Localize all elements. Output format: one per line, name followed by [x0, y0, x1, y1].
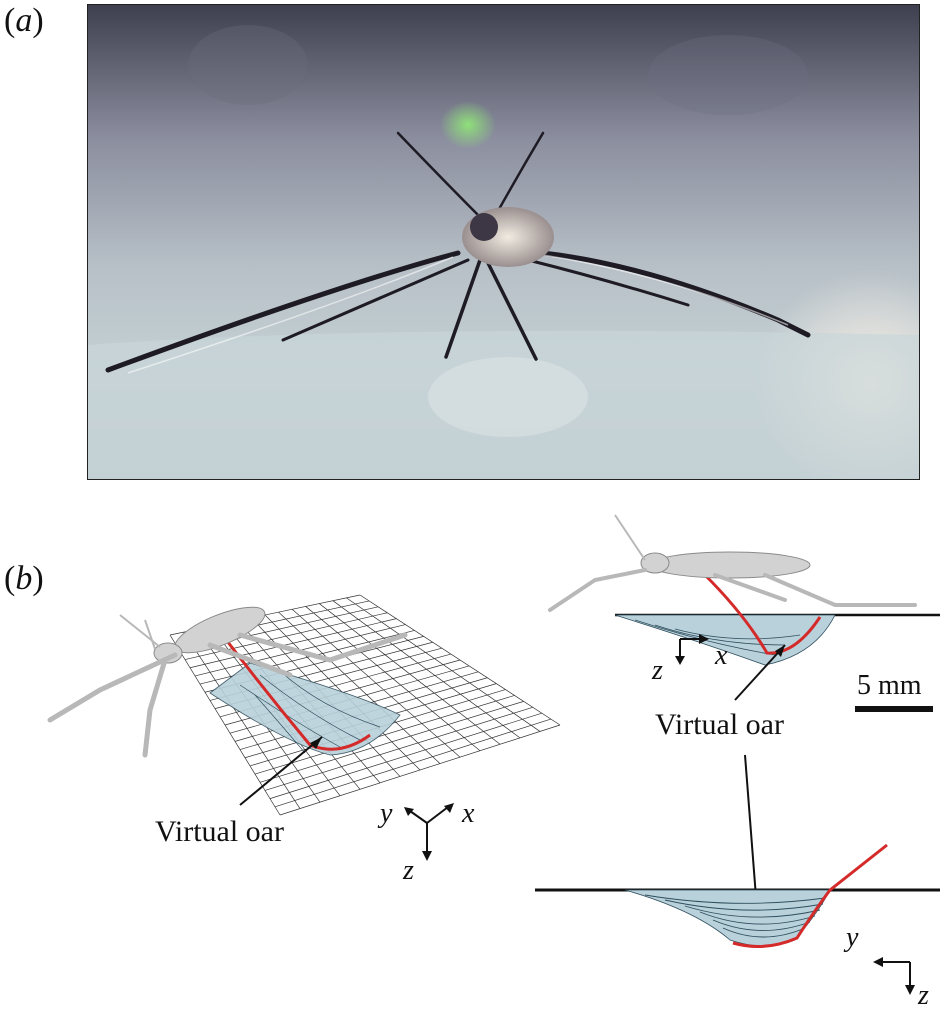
cross-section-oar-line — [732, 843, 888, 948]
connector-arrow — [744, 754, 758, 911]
photo-illustration — [88, 5, 919, 479]
side-pointer-arrow — [734, 644, 786, 701]
left-axis-y: y — [380, 798, 393, 829]
oar-pointer-arrow — [239, 736, 323, 806]
cross-section-contours — [644, 894, 826, 938]
cross-section-diagram — [535, 754, 940, 995]
side-oar-line — [703, 573, 822, 655]
right-bottom-axis-y: y — [846, 922, 859, 953]
left-axis-z: z — [403, 855, 414, 886]
water-strider-model — [153, 606, 266, 664]
panel-a-label: (a) — [4, 2, 44, 39]
side-view-diagram — [548, 514, 940, 701]
left-axis-x: x — [462, 798, 475, 829]
cross-section-dimple — [624, 889, 831, 947]
right-bottom-axis-z: z — [918, 980, 929, 1011]
water-strider-legs — [47, 632, 408, 758]
left-axis-triad — [404, 803, 454, 861]
right-top-axis-x: x — [715, 640, 728, 671]
right-oar-caption: Virtual oar — [655, 708, 784, 741]
right-top-axis-z: z — [652, 655, 663, 686]
scale-bar-label: 5 mm — [857, 670, 922, 701]
side-water-strider — [640, 551, 811, 579]
water-dimple — [209, 662, 401, 756]
perspective-grid-diagram — [47, 594, 561, 816]
left-oar-caption: Virtual oar — [155, 815, 284, 848]
panel-b-label: (b) — [4, 560, 44, 597]
water-strider-photo — [87, 4, 920, 480]
scale-bar — [855, 706, 933, 712]
dimple-contours — [239, 670, 381, 754]
